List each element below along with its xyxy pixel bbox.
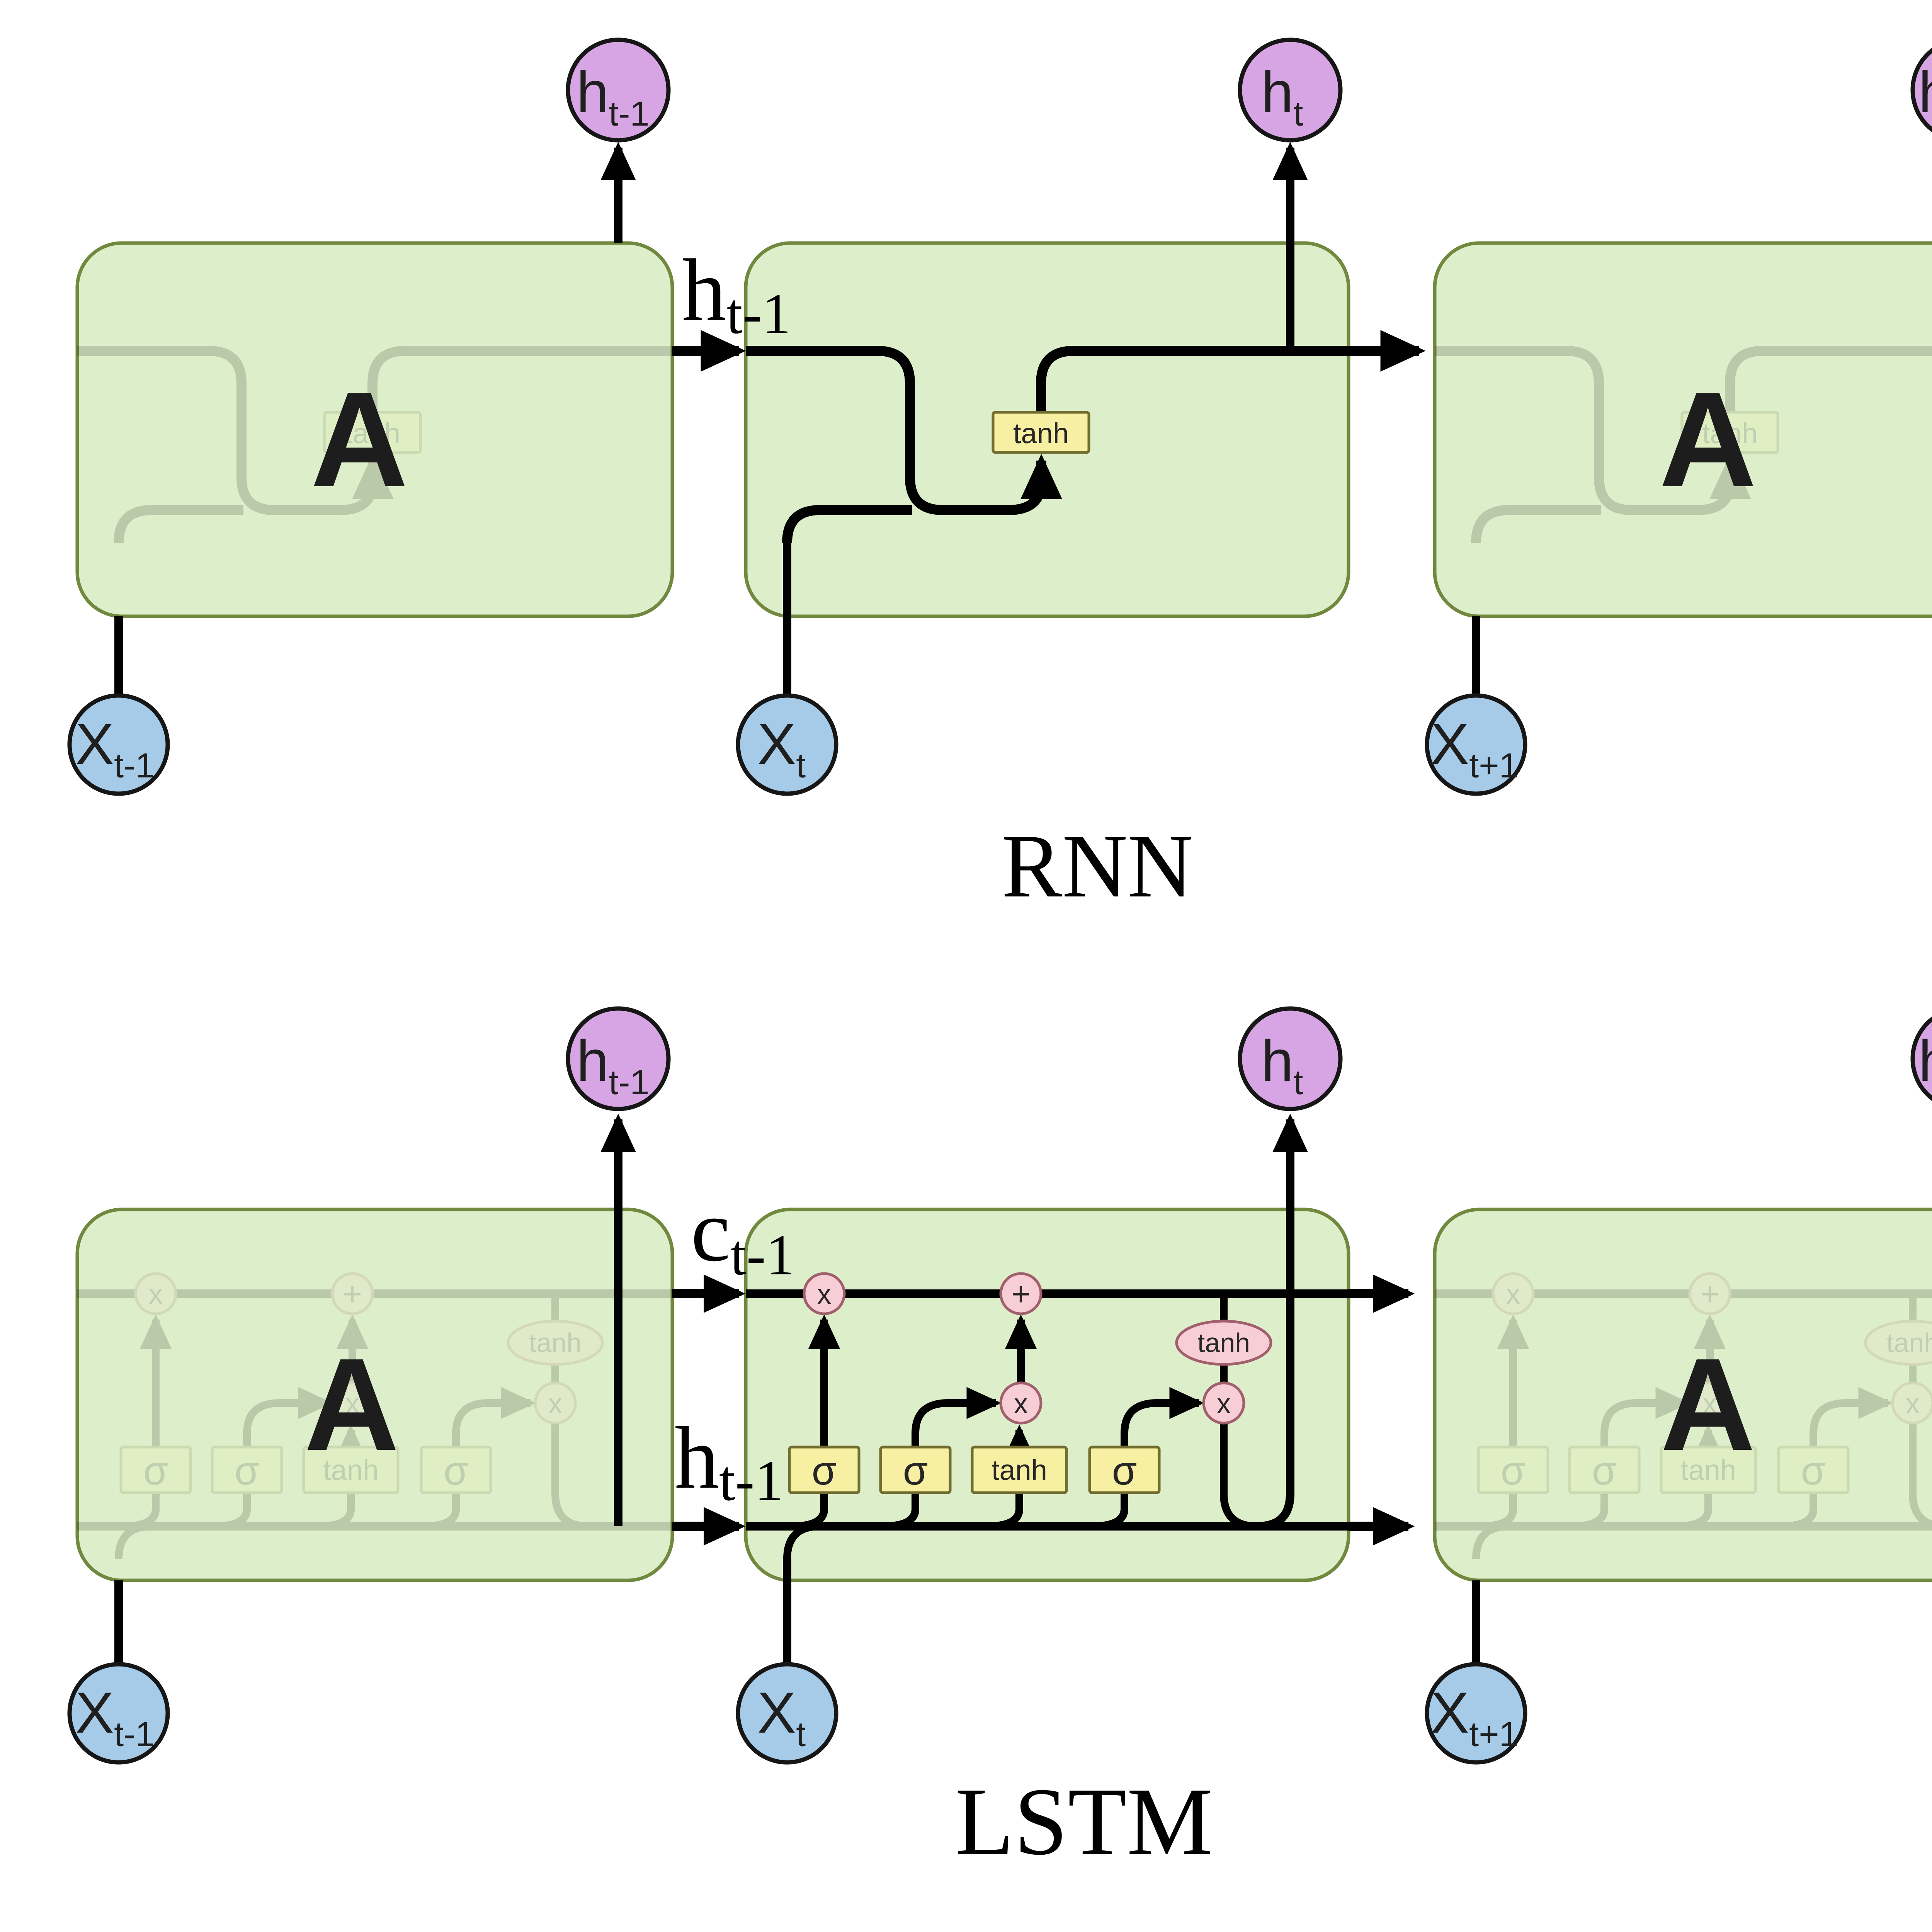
lstm-caption: LSTM <box>955 1768 1213 1875</box>
rnn-input-node-next-label: Xt+1 <box>1430 711 1519 785</box>
lstm-input-node-next-label: Xt+1 <box>1430 1680 1519 1754</box>
rnn-caption: RNN <box>1002 816 1193 916</box>
lstm-hidden-node-next <box>1910 1016 1932 1101</box>
rnn-input-node-prev-label: Xt-1 <box>75 711 155 785</box>
lstm-hidden-node-next-label: ht+1 <box>1918 1028 1932 1102</box>
lstm-input-node-prev-label: Xt-1 <box>75 1680 155 1754</box>
lstm-unit-letter-right: A <box>1660 1331 1755 1478</box>
lstm-hidden-node-current-label: ht <box>1261 1028 1303 1102</box>
lstm-hidden-riser-middle <box>1257 1114 1308 1531</box>
lstm-hidden-node-prev-label: ht-1 <box>577 1028 649 1102</box>
rnn-hidden-node-prev <box>566 37 671 143</box>
rnn-input-node-next <box>1425 693 1527 796</box>
rnn-hidden-node-current-label: ht <box>1261 60 1303 133</box>
rnn-unit-letter-left: A <box>311 364 408 515</box>
rnn-hidden-node-prev-label: ht-1 <box>577 60 649 133</box>
lstm-input-node-next <box>1425 1662 1527 1765</box>
rnn-input-node-prev <box>67 693 170 796</box>
lstm-hidden-input-label: ht-1 <box>675 1408 784 1513</box>
lstm-input-node-current-label: Xt <box>757 1680 806 1754</box>
rnn-hidden-node-next <box>1910 48 1932 133</box>
rnn-hidden-node-current <box>1238 37 1343 143</box>
lstm-hidden-node-prev <box>566 1006 671 1111</box>
rnn-unit-letter-right: A <box>1659 364 1757 515</box>
rnn-input-node-current-label: Xt <box>757 711 806 785</box>
rnn-diagram: A A ht-1 ht ht+1 Xt-1 Xt Xt+1 ht-1 RNN <box>67 37 1932 916</box>
lstm-input-node-current <box>736 1662 838 1765</box>
lstm-cell-input-label: ct-1 <box>691 1181 795 1287</box>
rnn-gap-hidden-label: ht-1 <box>682 241 791 346</box>
rnn-input-node-current <box>736 693 838 796</box>
rnn-hidden-node-next-label: ht+1 <box>1918 60 1932 133</box>
lstm-hidden-node-current <box>1238 1006 1343 1111</box>
lstm-unit-letter-left: A <box>304 1331 399 1478</box>
lstm-input-node-prev <box>67 1662 170 1765</box>
lstm-diagram: A A ht-1 ht ht+1 Xt-1 Xt Xt+1 c <box>67 1006 1932 1875</box>
